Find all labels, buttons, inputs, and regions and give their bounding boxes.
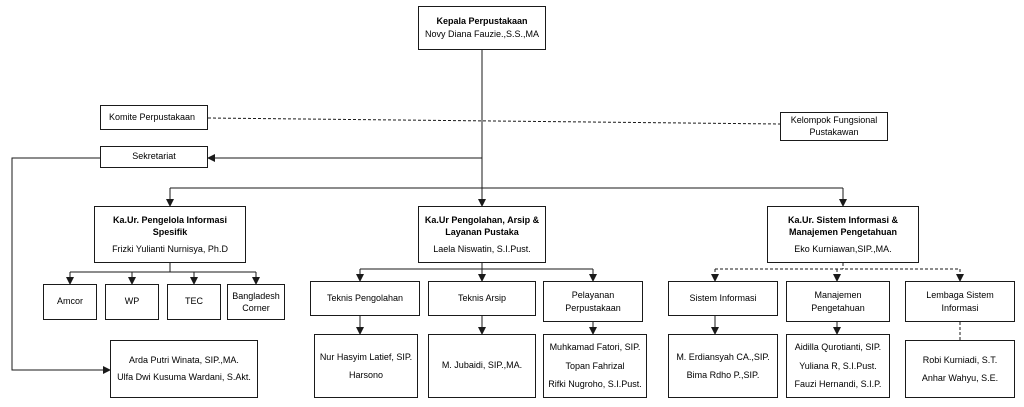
unit1-title-line1: Ka.Ur. Pengelola Informasi [112, 214, 228, 225]
unit3-staff-box: Robi Kurniadi, S.T. Anhar Wahyu, S.E. [905, 340, 1015, 398]
unit2-sub-box: Pelayanan Perpustakaan [543, 281, 643, 322]
unit3-staff-box: M. Erdiansyah CA.,SIP. Bima Rdho P.,SIP. [668, 334, 778, 398]
unit1-sub-label: Bangladesh [232, 290, 280, 301]
head-name: Novy Diana Fauzie.,S.S.,MA [424, 29, 540, 39]
unit3-title-line2: Manajemen Pengetahuan [788, 227, 898, 238]
unit3-sub-label: Lembaga Sistem [926, 289, 994, 300]
unit1-sub-box: TEC [167, 284, 221, 320]
unit3-sub-box: Manajemen Pengetahuan [786, 281, 890, 322]
unit2-name: Laela Niswatin, S.I.Pust. [433, 243, 531, 254]
unit3-staff-name: Aidilla Qurotianti, SIP. [794, 341, 882, 352]
unit2-title-line1: Ka.Ur Pengolahan, Arsip & [424, 214, 540, 225]
unit2-staff-name: Harsono [348, 370, 384, 380]
unit1-box: Ka.Ur. Pengelola Informasi Spesifik Friz… [94, 206, 246, 263]
unit2-sub-box: Teknis Pengolahan [310, 281, 420, 316]
secretariat-staff-name: Ulfa Dwi Kusuma Wardani, S.Akt. [117, 372, 251, 382]
unit3-staff-name: Yuliana R, S.I.Pust. [799, 360, 877, 371]
unit2-staff-name: M. Jubaidi, SIP.,MA. [441, 360, 523, 371]
unit3-sub-label-line2: Informasi [941, 302, 979, 313]
unit3-staff-name: M. Erdiansyah CA.,SIP. [676, 352, 770, 362]
unit3-staff-name: Bima Rdho P.,SIP. [686, 370, 760, 380]
unit3-sub-box: Lembaga Sistem Informasi [905, 281, 1015, 322]
head-box: Kepala Perpustakaan Novy Diana Fauzie.,S… [418, 6, 546, 50]
unit3-sub-box: Sistem Informasi [668, 281, 778, 316]
unit2-sub-box: Teknis Arsip [428, 281, 536, 316]
unit2-staff-box: Muhkamad Fatori, SIP. Topan Fahrizal Rif… [543, 334, 647, 398]
secretariat-box: Sekretariat [100, 146, 208, 168]
unit1-title-line2: Spesifik [152, 227, 188, 238]
unit2-title-line2: Layanan Pustaka [445, 227, 519, 238]
unit2-sub-label: Pelayanan [571, 289, 615, 300]
unit2-sub-label-line2: Perpustakaan [565, 302, 621, 313]
unit3-staff-box: Aidilla Qurotianti, SIP. Yuliana R, S.I.… [786, 334, 890, 398]
committee-label: Komite Perpustakaan [109, 111, 196, 122]
unit3-name: Eko Kurniawan,SIP.,MA. [794, 243, 892, 254]
unit2-staff-box: Nur Hasyim Latief, SIP. Harsono [314, 334, 418, 398]
functional-line1: Kelompok Fungsional [790, 114, 878, 125]
unit2-staff-name: Nur Hasyim Latief, SIP. [319, 352, 413, 362]
unit1-sub-box: Amcor [43, 284, 97, 320]
unit3-staff-name: Fauzi Hernandi, S.I.P. [794, 379, 882, 390]
secretariat-staff-name: Arda Putri Winata, SIP.,MA. [129, 354, 239, 365]
unit3-box: Ka.Ur. Sistem Informasi & Manajemen Peng… [767, 206, 919, 263]
unit1-sub-box: Bangladesh Corner [227, 284, 285, 320]
unit1-sub-label-line2: Corner [242, 303, 270, 313]
unit1-sub-box: WP [105, 284, 159, 320]
functional-line2: Pustakawan [809, 126, 859, 137]
unit2-sub-label: Teknis Pengolahan [326, 292, 404, 303]
unit2-staff-box: M. Jubaidi, SIP.,MA. [428, 334, 536, 398]
unit1-sub-label: TEC [185, 296, 203, 307]
unit2-staff-name: Muhkamad Fatori, SIP. [549, 341, 641, 352]
unit2-staff-name: Rifki Nugroho, S.I.Pust. [548, 379, 642, 390]
unit1-sub-label: WP [124, 296, 140, 307]
unit3-sub-label: Manajemen [814, 289, 862, 300]
unit3-title-line1: Ka.Ur. Sistem Informasi & [787, 214, 899, 225]
unit3-staff-name: Anhar Wahyu, S.E. [921, 373, 999, 383]
secretariat-staff-box: Arda Putri Winata, SIP.,MA. Ulfa Dwi Kus… [110, 340, 258, 398]
unit3-staff-name: Robi Kurniadi, S.T. [922, 355, 998, 365]
unit3-sub-label: Sistem Informasi [689, 292, 757, 303]
unit3-sub-label-line2: Pengetahuan [811, 302, 865, 313]
secretariat-label: Sekretariat [132, 151, 176, 162]
committee-box: Komite Perpustakaan [100, 105, 208, 130]
unit2-staff-name: Topan Fahrizal [565, 360, 625, 371]
head-title: Kepala Perpustakaan [436, 15, 528, 26]
unit1-sub-label: Amcor [56, 296, 83, 307]
functional-box: Kelompok Fungsional Pustakawan [780, 112, 888, 141]
unit2-sub-label: Teknis Arsip [457, 292, 507, 303]
unit2-box: Ka.Ur Pengolahan, Arsip & Layanan Pustak… [418, 206, 546, 263]
unit1-name: Frizki Yulianti Nurnisya, Ph.D [112, 243, 228, 254]
